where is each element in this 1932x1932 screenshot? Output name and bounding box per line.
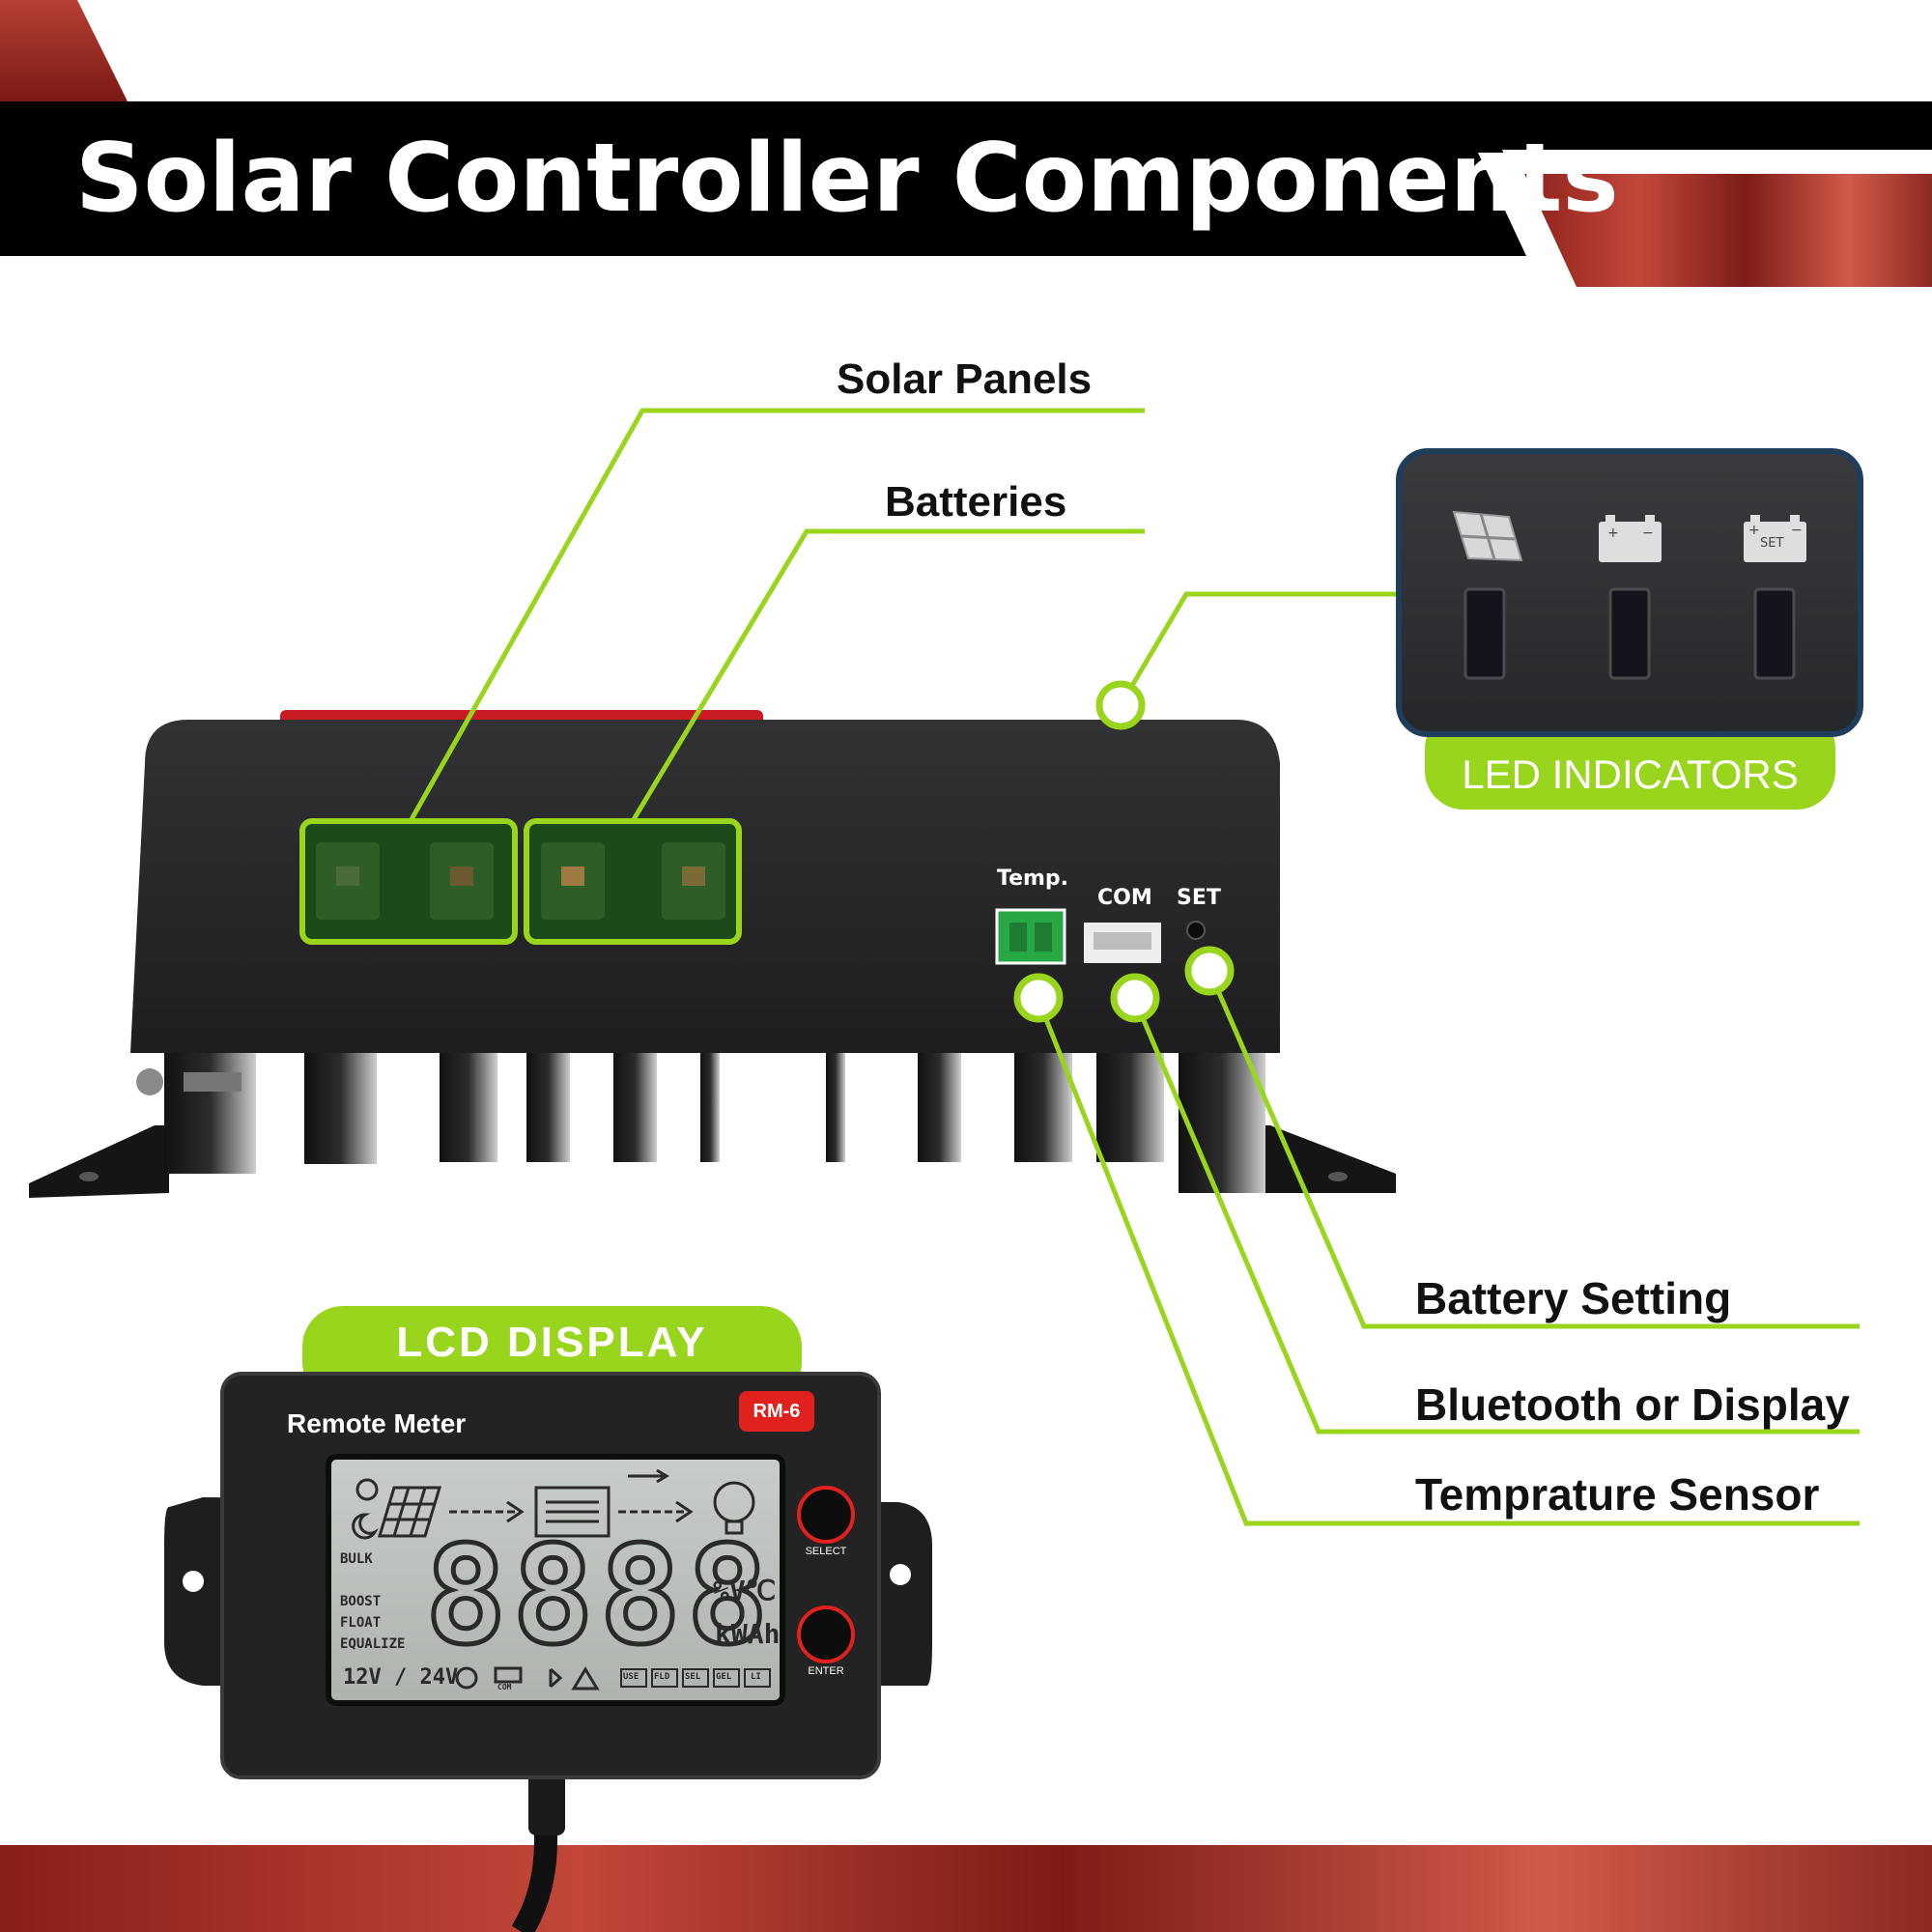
com-icon-label: COM — [497, 1683, 512, 1691]
led-indicators-title: LED INDICATORS — [1462, 752, 1799, 797]
mounting-foot-right — [1256, 1125, 1396, 1193]
usb-icon — [628, 1468, 669, 1484]
flange-hole-left — [183, 1571, 204, 1592]
temp-port[interactable] — [995, 908, 1066, 965]
battery-icon — [534, 1486, 611, 1538]
lcd-status-boxes — [620, 1668, 771, 1688]
bottom-copper-band — [0, 1845, 1932, 1932]
units-bottom: kWAh — [715, 1618, 781, 1650]
meter-cable-boot — [528, 1768, 565, 1835]
battery-led-icon: + − — [1599, 515, 1662, 562]
svg-text:+: + — [1748, 523, 1760, 538]
header-white-separator — [1478, 153, 1577, 287]
solar-panels-label: Solar Panels — [837, 355, 1093, 403]
marker-temp — [1013, 973, 1064, 1023]
lcd-digits: 8888 — [425, 1518, 774, 1675]
marker-led — [1095, 680, 1146, 730]
bluetooth-icon — [549, 1667, 563, 1689]
com-port-label: COM — [1097, 886, 1152, 910]
svg-text:+: + — [1607, 526, 1619, 541]
sun-icon — [355, 1478, 379, 1501]
marker-com — [1110, 973, 1160, 1023]
leader-solar-panels — [408, 408, 1145, 823]
temp-port-label: Temp. — [997, 867, 1069, 891]
temperature-sensor-label: Temprature Sensor — [1415, 1469, 1820, 1520]
enter-button[interactable] — [797, 1605, 855, 1663]
gear-icon — [455, 1666, 478, 1690]
foot-hole-left — [79, 1172, 99, 1181]
mode-equalize: EQUALIZE — [340, 1636, 406, 1652]
status-box-sel: SEL — [685, 1672, 701, 1682]
moon-icon — [352, 1513, 380, 1540]
led-set-icon-text: SET — [1760, 536, 1784, 551]
set-port-label: SET — [1177, 886, 1221, 910]
heat-sink-fins — [164, 1048, 1265, 1193]
battery-setting-label: Battery Setting — [1415, 1273, 1732, 1323]
status-box-fld: FLD — [654, 1672, 670, 1682]
leader-led-indicators — [1118, 591, 1399, 707]
select-button[interactable] — [797, 1486, 855, 1544]
set-button[interactable] — [1186, 921, 1206, 940]
leader-batteries — [630, 528, 1145, 823]
bluetooth-display-label: Bluetooth or Display — [1415, 1379, 1850, 1430]
enter-button-label: ENTER — [808, 1665, 844, 1677]
leader-temperature — [1036, 999, 1860, 1526]
corner-accent-top-left — [0, 0, 128, 101]
header-copper-accent — [1517, 174, 1932, 287]
status-box-gel: GEL — [716, 1672, 732, 1682]
meter-cable — [511, 1777, 557, 1932]
batteries-label: Batteries — [885, 478, 1067, 526]
model-badge: RM-6 — [753, 1401, 801, 1422]
mode-boost: BOOST — [340, 1594, 382, 1609]
lcd-icons — [352, 1468, 755, 1540]
led-battery-window — [1608, 587, 1651, 680]
callout-lines — [408, 408, 1860, 1526]
battery-set-led-icon: + − — [1744, 515, 1806, 562]
header-band — [0, 101, 1502, 256]
svg-text:−: − — [1642, 526, 1654, 541]
units-top: %V℃ — [713, 1575, 777, 1606]
leader-bluetooth — [1132, 999, 1860, 1435]
lcd-screen — [326, 1454, 785, 1706]
flange-hole-right — [890, 1564, 911, 1585]
mode-float: FLOAT — [340, 1615, 382, 1631]
foot-hole-right — [1328, 1172, 1348, 1181]
page-title: Solar Controller Components — [75, 124, 1619, 234]
status-box-use: USE — [623, 1672, 639, 1682]
select-button-label: SELECT — [805, 1546, 847, 1557]
model-badge-bg — [739, 1391, 814, 1432]
side-screw — [184, 1072, 242, 1092]
led-set-window — [1753, 587, 1796, 680]
com-icon — [494, 1666, 523, 1684]
solar-controller — [29, 710, 1396, 1198]
warning-icon — [571, 1666, 600, 1690]
solar-panel-led-icon — [1452, 510, 1523, 562]
side-screw-head — [136, 1068, 163, 1095]
leader-battery-setting — [1207, 970, 1860, 1329]
status-box-li: LI — [751, 1672, 761, 1682]
svg-text:−: − — [1791, 523, 1803, 538]
lcd-bottom-icons — [455, 1666, 600, 1690]
led-solar-window — [1463, 587, 1506, 680]
marker-set — [1184, 946, 1235, 996]
mode-bulk: BULK — [340, 1551, 373, 1567]
mounting-foot-left — [29, 1125, 169, 1198]
lcd-display-title: LCD DISPLAY — [396, 1319, 708, 1366]
remote-meter-name: Remote Meter — [287, 1408, 467, 1438]
header-band-tail — [1468, 101, 1932, 256]
voltage-indicator: 12V / 24V — [343, 1665, 459, 1690]
